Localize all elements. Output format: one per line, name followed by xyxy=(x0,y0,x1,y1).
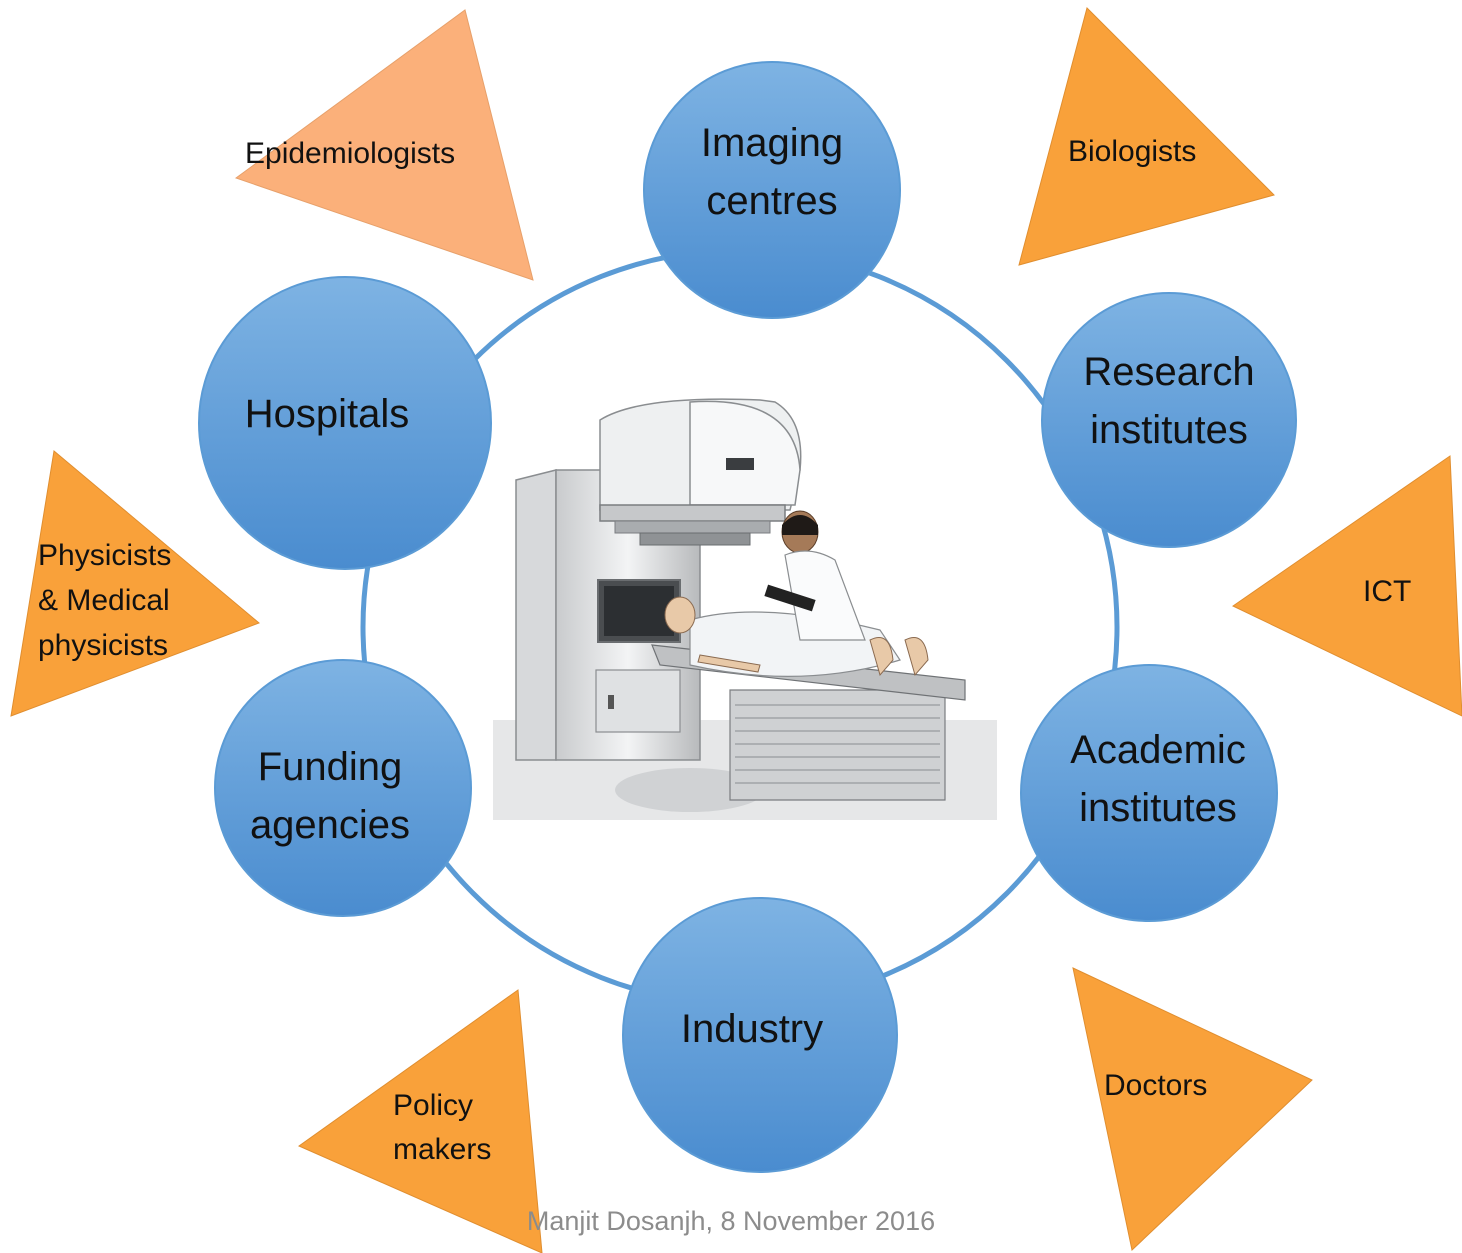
label-funding-line2: agencies xyxy=(249,803,411,847)
label-academic-institutes: Academic institutes xyxy=(1058,721,1258,837)
label-physicists-line2: & Medical xyxy=(38,584,170,617)
circle-funding-agencies xyxy=(214,659,472,917)
label-policy-line2: makers xyxy=(393,1133,492,1166)
label-imaging-centres: Imaging centres xyxy=(672,114,872,230)
label-biologists: Biologists xyxy=(1068,135,1197,168)
label-imaging-line1: Imaging xyxy=(700,121,844,165)
triangle-doctors xyxy=(1072,967,1313,1251)
label-research-institutes: Research institutes xyxy=(1069,343,1269,459)
label-epidemiologists: Epidemiologists xyxy=(245,137,456,170)
label-funding-agencies: Funding agencies xyxy=(230,738,430,854)
triangle-physicists xyxy=(10,450,260,717)
triangle-biologists xyxy=(1018,7,1275,266)
circle-industry xyxy=(622,897,898,1173)
radiotherapy-linac-illustration xyxy=(493,388,997,820)
label-ict: ICT xyxy=(1363,575,1412,608)
label-hospitals: Hospitals xyxy=(227,385,427,443)
label-imaging-line2: centres xyxy=(706,179,838,223)
footer-credit: Manjit Dosanjh, 8 November 2016 xyxy=(526,1206,936,1236)
label-academic-line2: institutes xyxy=(1079,786,1237,830)
circle-research-institutes xyxy=(1041,292,1297,548)
triangle-policy-makers xyxy=(297,989,543,1253)
circle-academic-institutes xyxy=(1020,664,1278,922)
label-physicists-line3: physicists xyxy=(38,629,169,662)
label-policy-makers: Policy makers xyxy=(393,1084,491,1172)
label-industry: Industry xyxy=(652,1000,852,1058)
label-physicists-line1: Physicists xyxy=(38,539,172,572)
triangle-ict xyxy=(1232,455,1462,717)
label-doctors: Doctors xyxy=(1104,1069,1208,1102)
circle-hospitals xyxy=(198,276,492,570)
label-academic-line1: Academic xyxy=(1070,728,1246,772)
label-policy-line1: Policy xyxy=(393,1089,474,1122)
label-physicists: Physicists & Medical physicists xyxy=(38,533,171,668)
circle-imaging-centres xyxy=(643,61,901,319)
label-funding-line1: Funding xyxy=(257,745,403,789)
label-research-line2: institutes xyxy=(1090,408,1248,452)
label-research-line1: Research xyxy=(1083,350,1255,394)
label-industry-line1: Industry xyxy=(680,1007,824,1051)
triangle-epidemiologists xyxy=(234,9,534,281)
label-hospitals-line1: Hospitals xyxy=(244,392,410,436)
